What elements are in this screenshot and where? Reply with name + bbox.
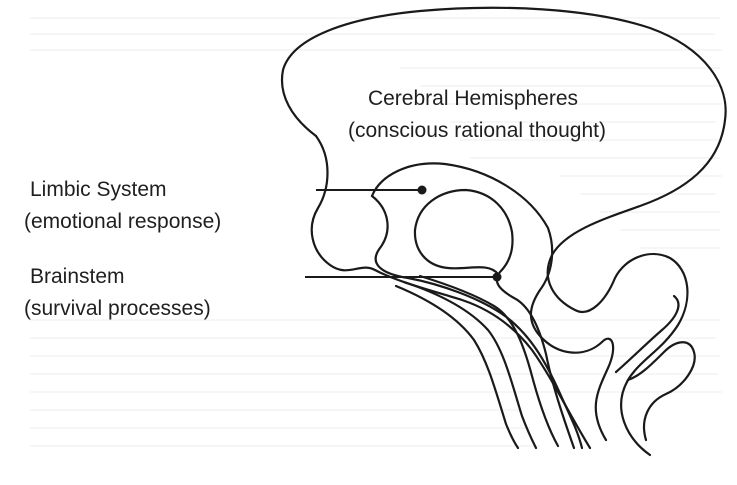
cerebral-hemispheres-label: Cerebral Hemispheres bbox=[368, 87, 578, 110]
limbic-system-outline bbox=[372, 163, 613, 440]
brainstem-label: Brainstem bbox=[30, 265, 125, 288]
cerebral-hemispheres-function: (conscious rational thought) bbox=[348, 119, 606, 142]
brainstem-function: (survival processes) bbox=[24, 297, 211, 320]
spinal-cord-lines bbox=[396, 282, 536, 448]
cerebral-hemispheres-outline bbox=[282, 8, 726, 455]
brainstem-outline bbox=[415, 190, 574, 448]
limbic-marker-dot bbox=[418, 186, 427, 195]
brainstem-marker-dot bbox=[493, 273, 502, 282]
cerebral-inner-fold bbox=[312, 136, 590, 448]
limbic-system-function: (emotional response) bbox=[24, 210, 221, 233]
limbic-system-label: Limbic System bbox=[30, 178, 167, 201]
